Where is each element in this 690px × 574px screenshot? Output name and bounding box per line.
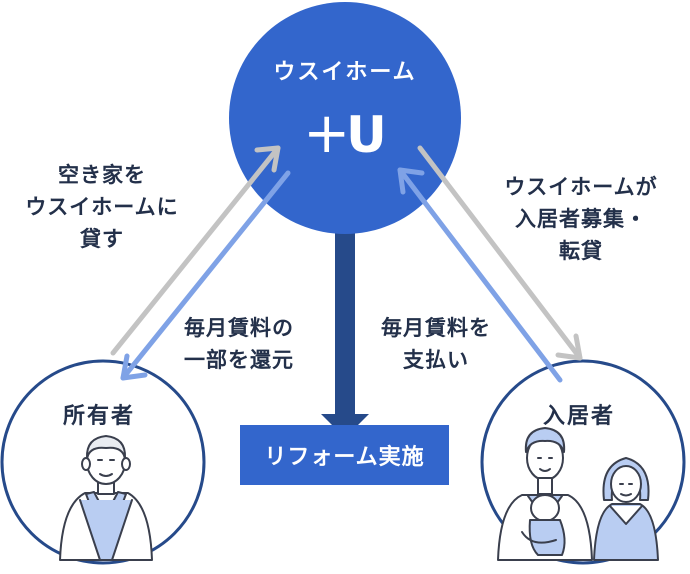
reform-flow-arrow-shaft [335,226,355,416]
owner-to-usui-arrow [110,145,281,356]
owner-label: 所有者 [63,404,136,429]
usui-to-resident-arrow [417,145,583,361]
owner-illustration [59,435,153,561]
logo-plus-mark: + [303,101,351,166]
lend-house-label: 空き家を ウスイホームに 貸す [25,163,179,251]
resident-to-usui-arrow [397,167,563,383]
usui-home-logo: +U [230,104,460,165]
reform-box: リフォーム実施 [240,425,449,485]
usui-to-owner-arrow [120,170,291,381]
usui-home-title: ウスイホーム [273,60,417,85]
return-rent-label: 毎月賃料の 一部を還元 [184,316,294,372]
pay-rent-label: 毎月賃料を 支払い [381,316,491,372]
resident-illustration [497,427,659,561]
recruit-sublet-label: ウスイホームが 入居者募集・ 転貸 [504,175,658,263]
resident-label: 入居者 [543,404,616,429]
logo-u-mark: U [346,106,387,164]
